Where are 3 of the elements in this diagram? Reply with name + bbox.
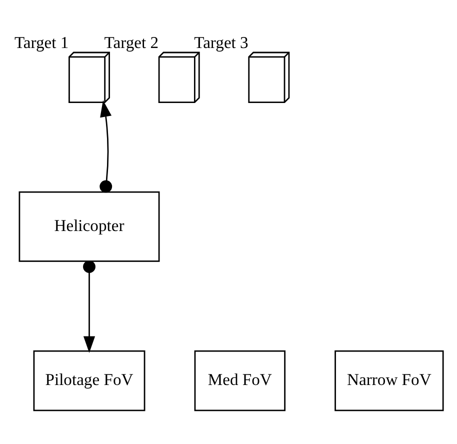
node-label: Target 3 — [194, 32, 248, 52]
node-label: Target 1 — [14, 32, 69, 52]
node-label: Target 2 — [104, 32, 159, 52]
